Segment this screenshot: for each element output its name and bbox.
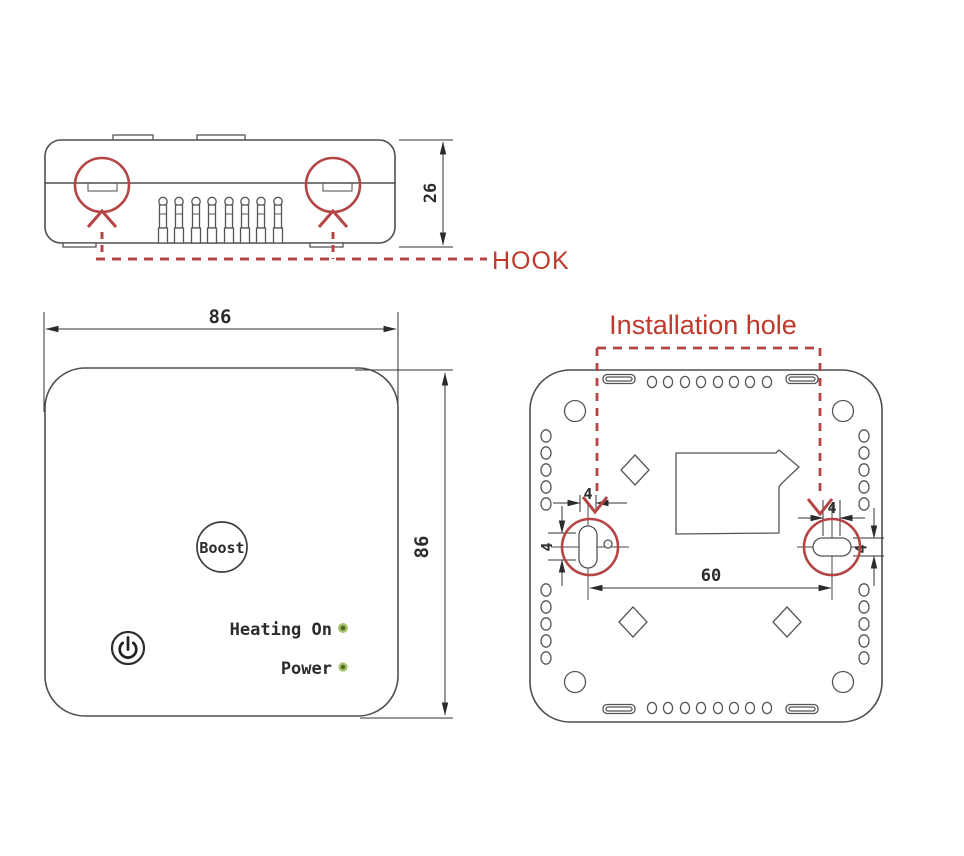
bottom-foot-left: [62, 242, 97, 248]
pilot-hole-left: [603, 539, 613, 549]
mounting-slot-left: [578, 525, 598, 569]
back-body-outline: [529, 369, 883, 723]
heating-on-label: Heating On: [230, 620, 332, 640]
installation-hole-circles: [560, 517, 862, 577]
installation-hole-callout: [581, 346, 834, 517]
callout-arrow-left: [581, 496, 609, 515]
dim-4-left-width-text: 4: [583, 485, 592, 503]
wiring-cutout: [675, 449, 800, 535]
callout-arrow-right: [806, 498, 834, 517]
dim-4-left-offset-text: 4: [538, 542, 556, 551]
power-button: [110, 630, 146, 666]
hook-label: HOOK: [492, 247, 570, 275]
side-view-body-outline: [44, 139, 396, 244]
width-dim-86: 86: [43, 306, 399, 412]
hook-arrow-right: [317, 208, 349, 228]
front-view: 86 86 Boost Heating On P: [43, 306, 453, 719]
power-led: [338, 662, 348, 672]
power-icon: [118, 636, 138, 659]
dim-86-height-text: 86: [411, 536, 433, 559]
dim-4-right-width-text: 4: [827, 499, 836, 517]
hook-callout: [73, 156, 487, 261]
power-label: Power: [281, 659, 332, 679]
bottom-foot-right: [309, 242, 344, 248]
heating-on-led: [338, 623, 348, 633]
side-view: HOOK 26: [44, 134, 570, 275]
hook-notch-right: [322, 183, 353, 192]
dim-26-text: 26: [421, 183, 441, 203]
hook-arrow-left: [86, 208, 118, 228]
boost-button: Boost: [196, 521, 248, 573]
installation-hole-label: Installation hole: [609, 310, 797, 340]
height-dim-26: 26: [399, 139, 453, 248]
boost-button-label: Boost: [199, 539, 244, 557]
hole-circle-right: [802, 517, 862, 577]
mounting-slot-right: [812, 537, 852, 557]
installation-hole-left: 4 4: [538, 485, 629, 600]
hook-notch-left: [87, 183, 118, 192]
dim-60-text: 60: [701, 566, 721, 586]
height-dim-86: 86: [355, 369, 453, 719]
hole-circle-left: [560, 517, 620, 577]
hole-spacing-dim-60: 60: [589, 566, 832, 592]
back-view: 4 4 4 4 60: [529, 310, 884, 723]
corner-holes: [563, 399, 855, 694]
dim-86-width-text: 86: [209, 306, 232, 328]
